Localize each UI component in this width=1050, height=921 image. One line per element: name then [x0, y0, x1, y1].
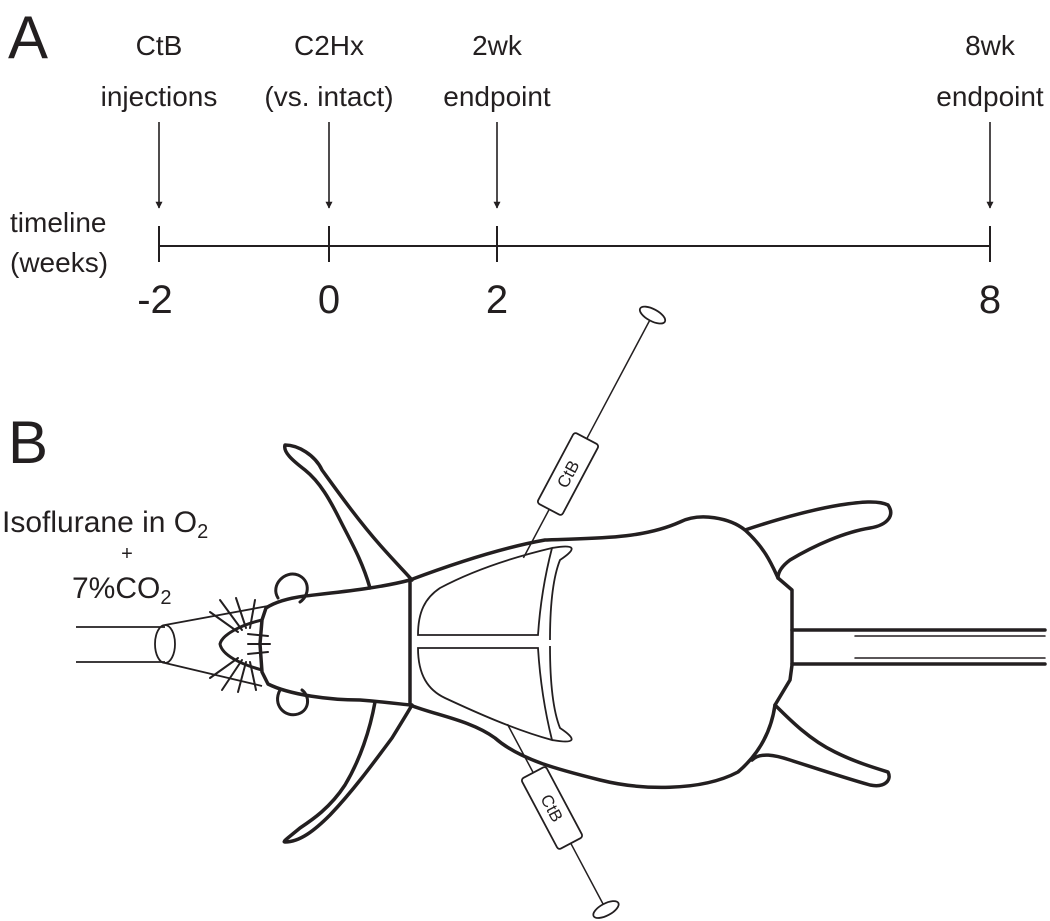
timeline-event-c2hx: C2Hx (vs. intact) 0 [264, 30, 393, 322]
anesthetic-gas-label: Isoflurane in O2 + 7%CO2 [2, 506, 208, 609]
plunger-cap [638, 305, 667, 325]
syringe-lower: CtB [506, 723, 620, 919]
rat-hindlimb-lower [750, 703, 891, 788]
event-label-line1: 2wk [472, 30, 523, 61]
nose-cone [76, 605, 269, 687]
cone-opening [154, 624, 176, 664]
timeline-event-ctb-injections: CtB injections -2 [101, 30, 218, 322]
diaphragm-edge-upper [549, 545, 573, 641]
event-label-line2: endpoint [936, 81, 1044, 112]
rat-ear-right [276, 688, 309, 717]
plunger-rod [586, 319, 651, 440]
tick-label: 0 [318, 278, 340, 322]
event-label-line1: 8wk [965, 30, 1016, 61]
rat-head [258, 578, 412, 707]
event-label-line2: endpoint [443, 81, 551, 112]
rat-forelimb-lower [282, 700, 414, 844]
gas-line2: 7%CO2 [72, 572, 171, 609]
rat-tail [790, 628, 1047, 666]
tick-label: 2 [486, 278, 508, 322]
gas-line1: Isoflurane in O2 [2, 506, 208, 543]
panel-b: B Isoflurane in O2 + 7%CO2 [2, 305, 1047, 919]
timeline-axis-label-line1: timeline [10, 207, 106, 238]
hemidiaphragm-upper [417, 546, 554, 636]
rat-whiskers [209, 597, 271, 693]
plunger-rod [570, 842, 605, 906]
rat-forelimb-upper [283, 443, 414, 590]
panel-a-label: A [8, 4, 48, 71]
timeline-event-8wk-endpoint: 8wk endpoint 8 [936, 30, 1044, 322]
syringe-upper: CtB [522, 305, 667, 559]
event-label-line2: injections [101, 81, 218, 112]
timeline-axis-label-line2: (weeks) [10, 247, 108, 278]
panel-b-label: B [8, 409, 48, 476]
plunger-cap [592, 900, 620, 919]
tick-label: 8 [979, 278, 1001, 322]
timeline-event-2wk-endpoint: 2wk endpoint 2 [443, 30, 551, 322]
gas-plus: + [121, 543, 133, 565]
rat-outline [209, 443, 1047, 844]
event-label-line1: CtB [136, 30, 183, 61]
hemidiaphragm-lower [417, 647, 554, 742]
event-label-line2: (vs. intact) [264, 81, 393, 112]
event-label-line1: C2Hx [294, 30, 364, 61]
diaphragm-outline [417, 545, 573, 743]
rat-ear-left [274, 572, 309, 604]
tick-label: -2 [137, 278, 173, 322]
rat-hindlimb-upper [743, 500, 893, 580]
diaphragm-edge-lower [549, 645, 573, 743]
rat-body [408, 515, 794, 790]
panel-a: A timeline (weeks) CtB injections -2 C2H… [8, 4, 1044, 322]
